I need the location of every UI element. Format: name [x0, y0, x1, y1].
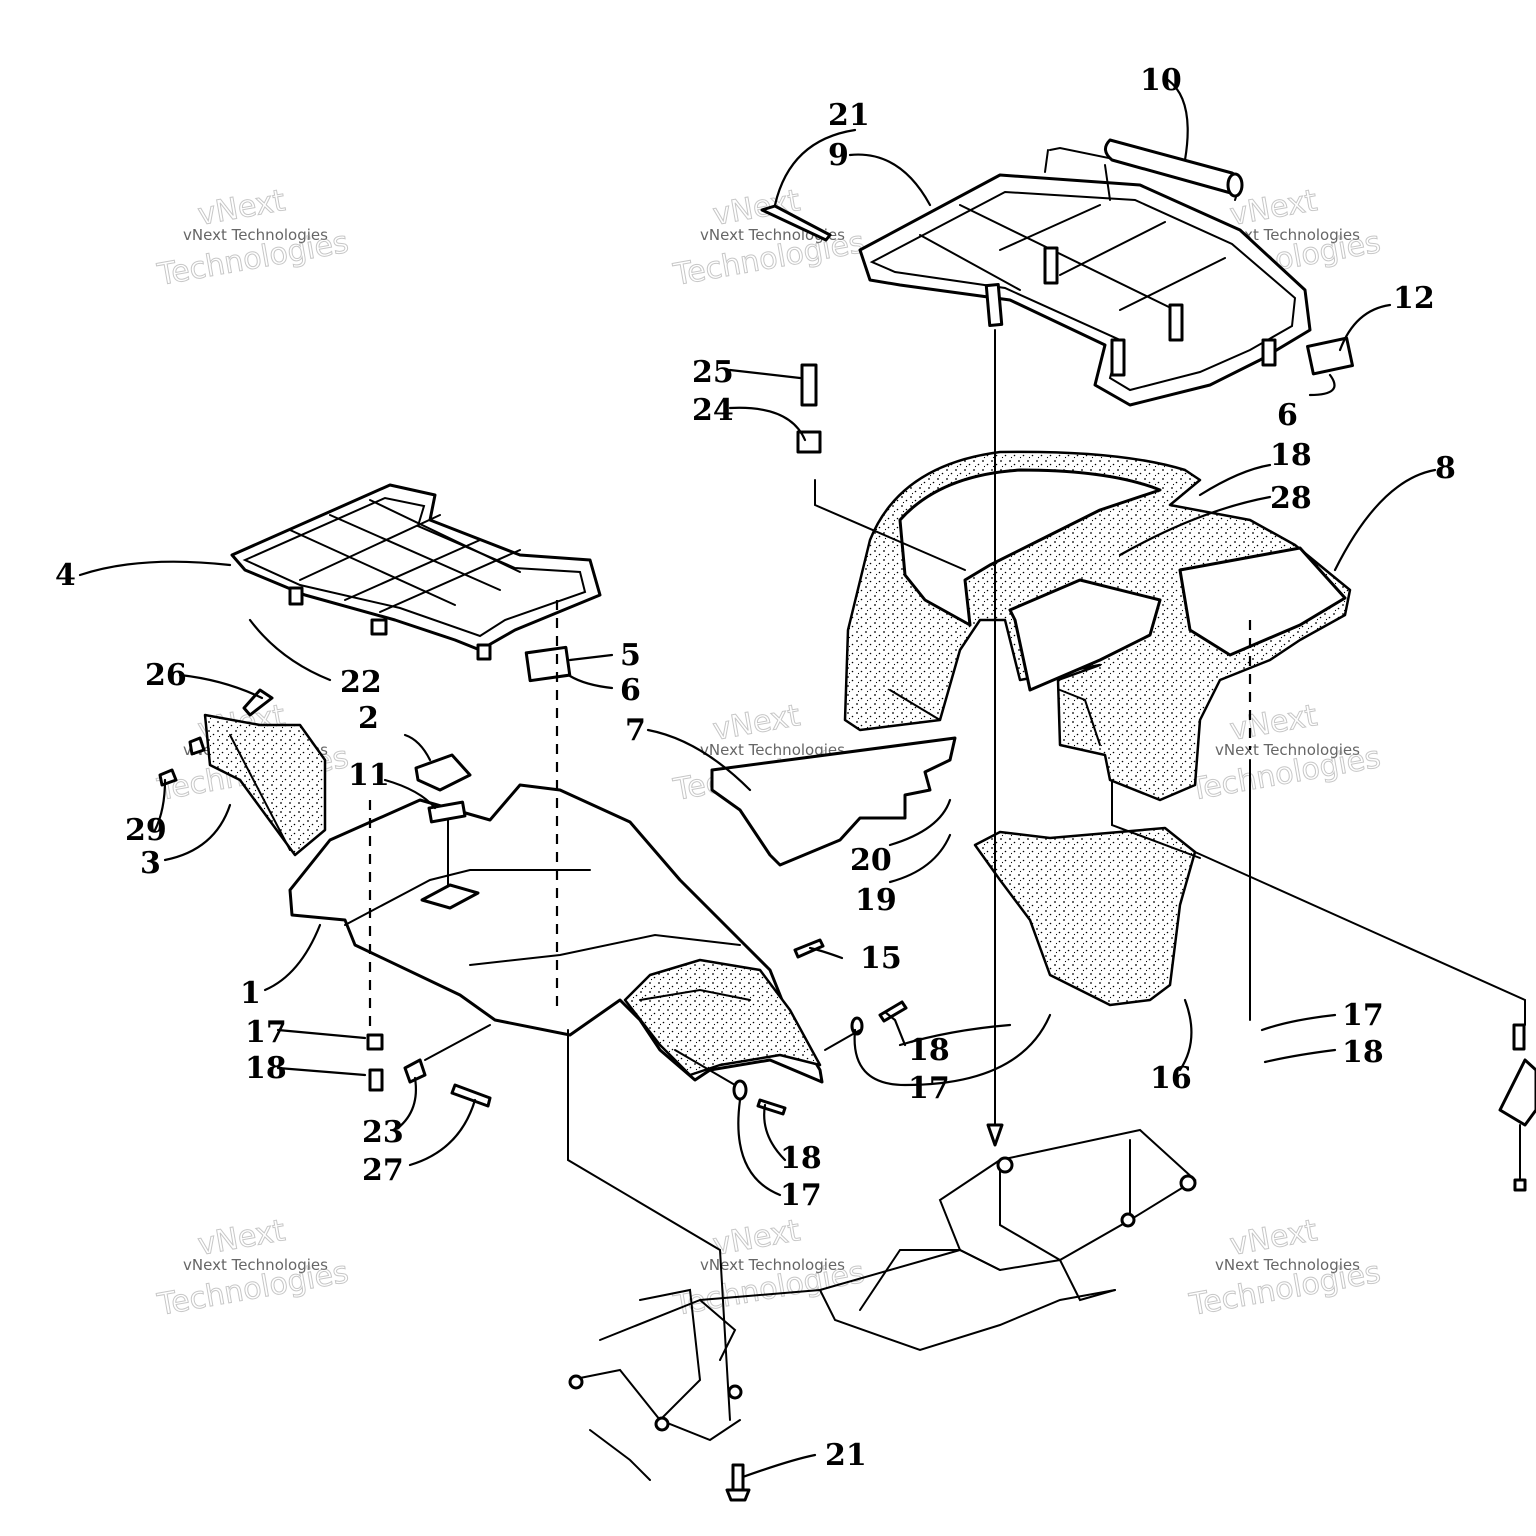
callout-5: 5: [620, 638, 641, 673]
callout-20: 20: [850, 843, 892, 878]
watermark-bottom-left: vNext Technologies vNext Technologies: [154, 1213, 352, 1324]
callout-17: 17: [245, 1015, 287, 1050]
callout-25: 25: [692, 355, 734, 390]
callout-8: 8: [1435, 451, 1456, 486]
watermark-bottom-right: vNext Technologies vNext Technologies: [1186, 1213, 1384, 1324]
callout-7: 7: [625, 713, 646, 748]
callout-4: 4: [55, 558, 76, 593]
watermark-text: vNext Technologies: [1215, 741, 1360, 759]
callout-18: 18: [1342, 1035, 1384, 1070]
callout-10: 10: [1140, 63, 1182, 98]
rear-splash-liner: [973, 826, 1197, 1007]
watermark-top-center: vNext Technologies vNext Technologies: [670, 183, 868, 294]
watermark-mid-right: vNext Technologies vNext Technologies: [1186, 698, 1384, 809]
callout-16: 16: [1150, 1061, 1192, 1096]
callout-15: 15: [860, 941, 902, 976]
callout-9: 9: [828, 138, 849, 173]
rack-pad: [1104, 138, 1244, 198]
chassis-frame: [568, 1128, 1197, 1481]
assembly-lines: [368, 329, 1526, 1421]
watermark-bottom-center: vNext Technologies vNext Technologies: [670, 1213, 868, 1324]
callout-21: 21: [825, 1438, 867, 1473]
watermark-top-left: vNext Technologies vNext Technologies: [154, 183, 352, 294]
callout-29: 29: [125, 813, 167, 848]
callout-1: 1: [240, 976, 261, 1011]
callout-2: 2: [358, 701, 379, 736]
callout-17: 17: [780, 1178, 822, 1213]
callout-17: 17: [908, 1071, 950, 1106]
callout-17: 17: [1342, 998, 1384, 1033]
callout-18: 18: [780, 1141, 822, 1176]
watermark-text: vNext Technologies: [700, 741, 845, 759]
side-panel: [710, 736, 957, 867]
callout-3: 3: [140, 846, 161, 881]
watermark-text: vNext Technologies: [700, 1256, 845, 1274]
callout-18: 18: [1270, 438, 1312, 473]
right-edge-bracket: [1498, 1023, 1536, 1192]
front-splash-panel: [158, 713, 327, 857]
watermark-text: vNext Technologies: [183, 1256, 328, 1274]
callout-28: 28: [1270, 481, 1312, 516]
callout-6: 6: [620, 673, 641, 708]
callout-labels: 10 21 9 12 6 25 24 18 28 8 4 22 5 6 26 2…: [55, 63, 1456, 1473]
front-rack: [230, 483, 602, 661]
callout-24: 24: [692, 393, 734, 428]
watermark-text: vNext Technologies: [183, 226, 328, 244]
callout-21: 21: [828, 98, 870, 133]
rear-fender: [843, 450, 1352, 802]
callout-18: 18: [245, 1051, 287, 1086]
callout-27: 27: [362, 1153, 404, 1188]
callout-6: 6: [1277, 398, 1298, 433]
callout-26: 26: [145, 658, 187, 693]
callout-19: 19: [855, 883, 897, 918]
leader-lines: [78, 78, 1437, 1502]
rear-rack: [858, 146, 1312, 407]
callout-12: 12: [1393, 281, 1435, 316]
front-fender-hardware: [242, 645, 908, 1116]
callout-18: 18: [908, 1033, 950, 1068]
callout-22: 22: [340, 665, 382, 700]
callout-11: 11: [348, 758, 390, 793]
watermark-text: vNext Technologies: [1215, 1256, 1360, 1274]
callout-23: 23: [362, 1115, 404, 1150]
